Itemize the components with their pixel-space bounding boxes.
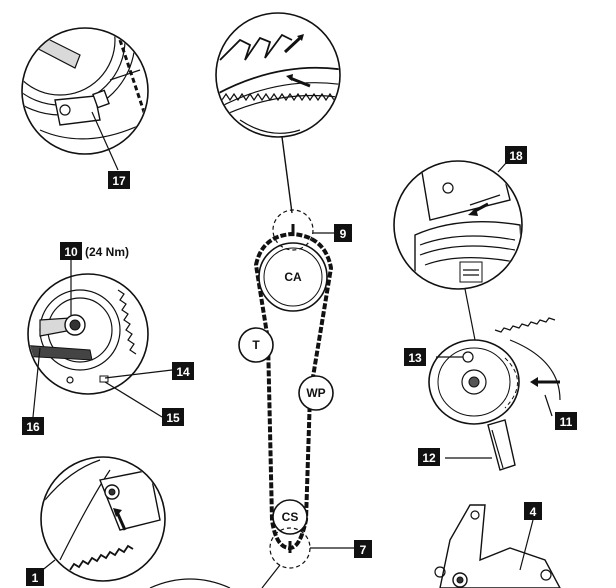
belt-layout: CA T WP CS bbox=[149, 209, 354, 588]
detail-17-circle bbox=[21, 27, 149, 171]
svg-text:12: 12 bbox=[422, 451, 436, 465]
callout-16: 16 bbox=[22, 417, 44, 435]
svg-text:9: 9 bbox=[340, 227, 347, 241]
svg-text:17: 17 bbox=[112, 174, 126, 188]
tensioner-label: T bbox=[252, 338, 260, 352]
svg-text:13: 13 bbox=[408, 351, 422, 365]
idler-pulley-detail bbox=[428, 317, 561, 471]
callout-9: 9 bbox=[334, 224, 352, 242]
svg-text:10: 10 bbox=[64, 245, 78, 259]
detail-top-center-circle bbox=[215, 12, 341, 214]
detail-tensioner-circle: (24 Nm) bbox=[27, 245, 173, 418]
callout-1: 1 bbox=[26, 568, 44, 586]
callout-13: 13 bbox=[404, 348, 426, 366]
svg-text:18: 18 bbox=[509, 149, 523, 163]
water-pump-label: WP bbox=[306, 386, 325, 400]
callout-14: 14 bbox=[172, 362, 194, 380]
svg-text:4: 4 bbox=[530, 505, 537, 519]
tensioner-pulley: T bbox=[238, 327, 274, 363]
water-pump-pulley: WP bbox=[298, 375, 334, 411]
detail-1-circle bbox=[39, 456, 166, 582]
callout-10: 10 bbox=[60, 242, 82, 260]
callout-4: 4 bbox=[524, 502, 542, 520]
svg-text:15: 15 bbox=[166, 411, 180, 425]
callout-12: 12 bbox=[418, 448, 440, 466]
camshaft-sprocket: CA bbox=[258, 242, 328, 312]
detail-18-circle bbox=[393, 160, 523, 341]
svg-text:11: 11 bbox=[560, 415, 573, 429]
svg-text:16: 16 bbox=[26, 420, 40, 434]
detail-4-bracket bbox=[434, 504, 561, 588]
svg-text:1: 1 bbox=[32, 571, 39, 585]
callout-15: 15 bbox=[162, 408, 184, 426]
camshaft-label: CA bbox=[284, 270, 302, 284]
callout-17: 17 bbox=[108, 171, 130, 189]
callout-18: 18 bbox=[505, 146, 527, 164]
crankshaft-label: CS bbox=[282, 510, 299, 524]
torque-note: (24 Nm) bbox=[85, 245, 129, 259]
callout-11: 11 bbox=[555, 412, 577, 430]
alignment-circle-top bbox=[272, 209, 314, 251]
crankshaft-sprocket: CS bbox=[272, 499, 308, 535]
svg-text:14: 14 bbox=[176, 365, 190, 379]
svg-text:7: 7 bbox=[360, 543, 367, 557]
callout-7: 7 bbox=[354, 540, 372, 558]
